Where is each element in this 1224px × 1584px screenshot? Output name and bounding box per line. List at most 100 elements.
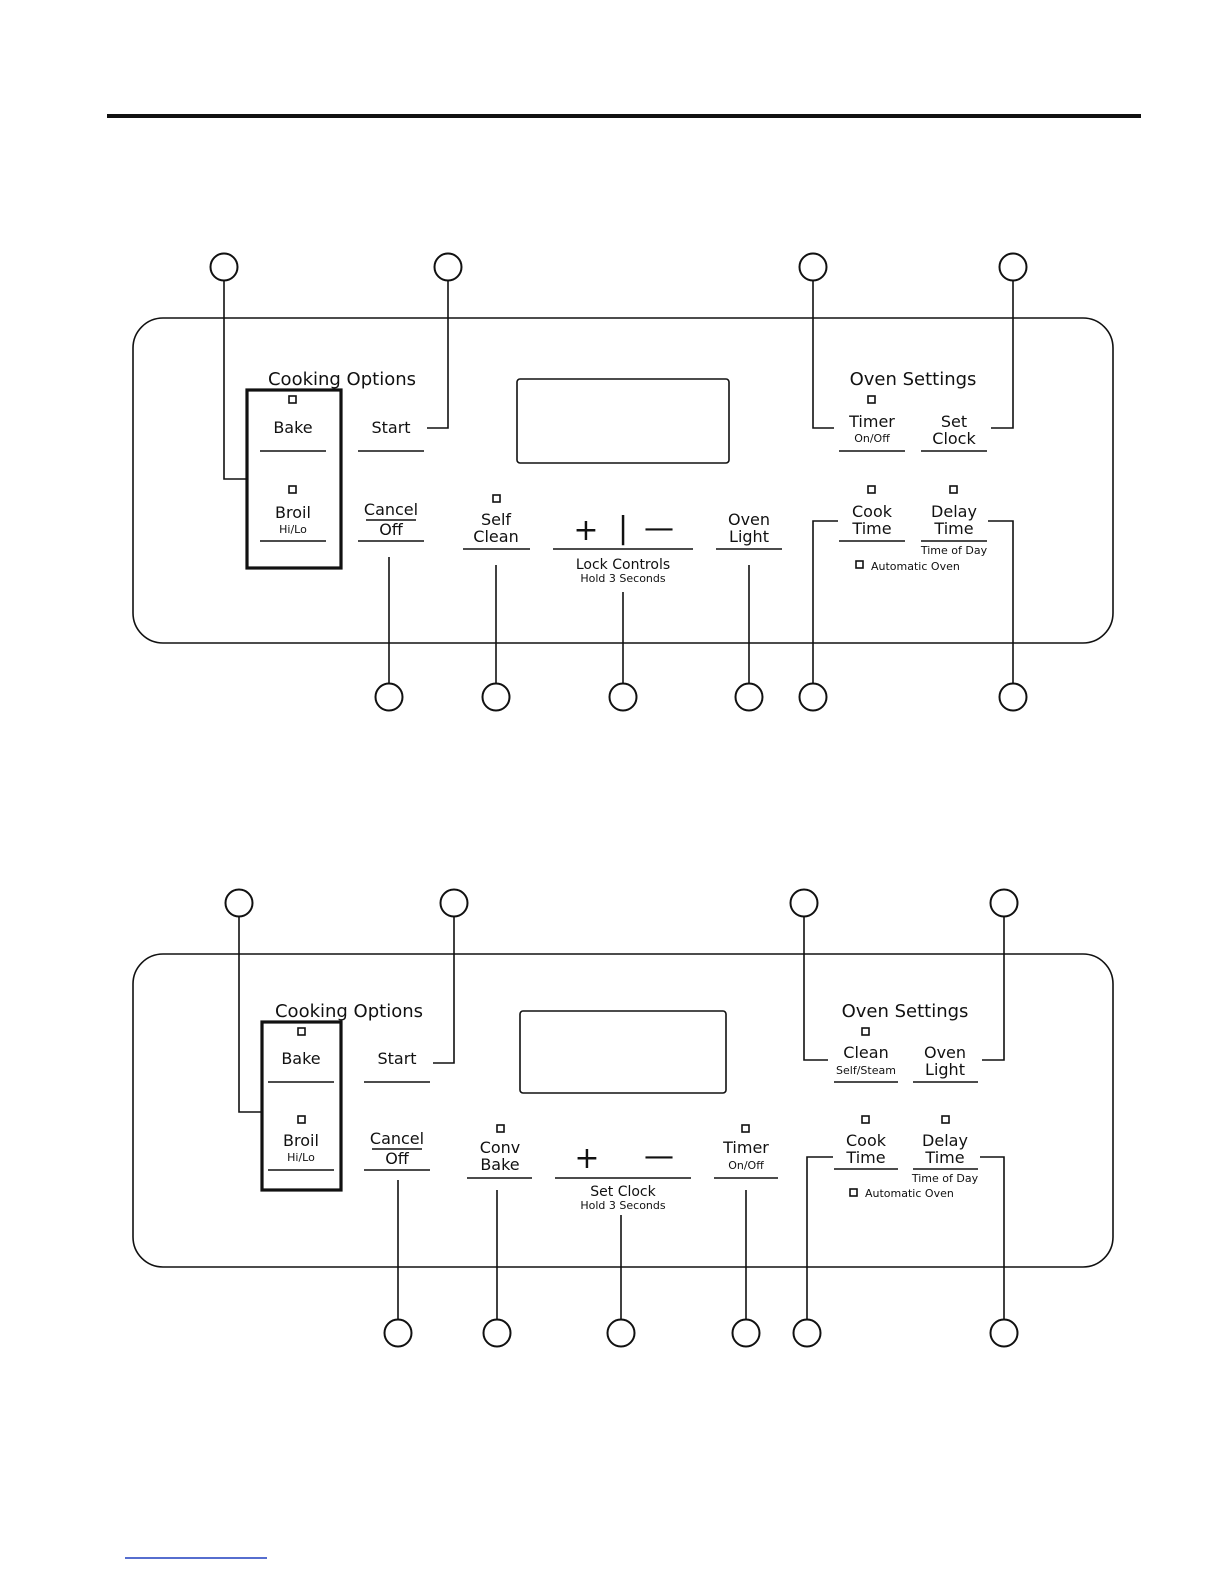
callout-1-leader bbox=[238, 916, 262, 1113]
callout-circle-8 bbox=[734, 682, 764, 712]
minus-key[interactable]: — bbox=[644, 511, 674, 546]
oven-light-key-label-1[interactable]: Oven bbox=[728, 510, 770, 529]
broil-indicator bbox=[297, 1115, 306, 1124]
conv-bake-key-label-1[interactable]: Conv bbox=[480, 1138, 521, 1157]
cancel-key-label[interactable]: Cancel bbox=[364, 500, 418, 519]
callout-9-leader bbox=[806, 1156, 833, 1320]
delay-time-indicator bbox=[941, 1115, 950, 1124]
callout-circle-6 bbox=[481, 682, 511, 712]
panel-2-cooking-options-box bbox=[260, 1020, 343, 1192]
callout-2-leader bbox=[433, 916, 455, 1064]
oven-settings-heading: Oven Settings bbox=[850, 369, 977, 390]
callout-1-leader bbox=[223, 280, 247, 480]
bake-key-label[interactable]: Bake bbox=[273, 418, 312, 437]
set-clock-key-label-1[interactable]: Set bbox=[941, 412, 967, 431]
clean-indicator bbox=[861, 1027, 870, 1036]
oven-settings-heading: Oven Settings bbox=[842, 1001, 969, 1022]
automatic-oven-indicator bbox=[855, 560, 864, 569]
broil-key-label[interactable]: Broil bbox=[275, 503, 311, 522]
delay-time-indicator bbox=[949, 485, 958, 494]
callout-2-leader bbox=[427, 280, 449, 429]
bake-indicator bbox=[297, 1027, 306, 1036]
automatic-oven-label: Automatic Oven bbox=[871, 560, 960, 573]
lock-controls-sublabel: Hold 3 Seconds bbox=[580, 572, 666, 585]
callout-circle-9 bbox=[792, 1318, 822, 1348]
cook-time-indicator bbox=[861, 1115, 870, 1124]
conv-bake-indicator bbox=[496, 1124, 505, 1133]
oven-light-key-label-1[interactable]: Oven bbox=[924, 1043, 966, 1062]
broil-key-sublabel: Hi/Lo bbox=[287, 1151, 315, 1164]
oven-light-key-label-2[interactable]: Light bbox=[925, 1060, 965, 1079]
callout-circle-7 bbox=[606, 1318, 636, 1348]
delay-time-sublabel: Time of Day bbox=[920, 544, 988, 557]
control-panel-1 bbox=[132, 252, 1114, 712]
timer-key-sublabel: On/Off bbox=[728, 1159, 764, 1172]
keypad-separator: | bbox=[618, 511, 628, 546]
plus-key[interactable]: + bbox=[573, 513, 598, 548]
cook-time-key-label-1[interactable]: Cook bbox=[852, 502, 893, 521]
cook-time-key-label-1[interactable]: Cook bbox=[846, 1131, 887, 1150]
callout-circle-6 bbox=[482, 1318, 512, 1348]
callout-circle-9 bbox=[798, 682, 828, 712]
off-key-label[interactable]: Off bbox=[385, 1149, 410, 1168]
timer-key-label[interactable]: Timer bbox=[848, 412, 895, 431]
delay-time-key-label-2[interactable]: Time bbox=[933, 519, 973, 538]
conv-bake-key-label-2[interactable]: Bake bbox=[480, 1155, 519, 1174]
callout-circle-8 bbox=[731, 1318, 761, 1348]
start-key-label[interactable]: Start bbox=[371, 418, 410, 437]
cancel-key-label[interactable]: Cancel bbox=[370, 1129, 424, 1148]
callout-circle-1 bbox=[224, 888, 254, 918]
bake-indicator bbox=[288, 395, 297, 404]
callout-4-leader bbox=[982, 916, 1005, 1061]
minus-key[interactable]: — bbox=[644, 1139, 674, 1174]
broil-key-sublabel: Hi/Lo bbox=[279, 523, 307, 536]
bake-key-label[interactable]: Bake bbox=[281, 1049, 320, 1068]
delay-time-key-label-2[interactable]: Time bbox=[924, 1148, 964, 1167]
start-key-label[interactable]: Start bbox=[377, 1049, 416, 1068]
plus-key[interactable]: + bbox=[574, 1141, 599, 1176]
callout-circle-10 bbox=[989, 1318, 1019, 1348]
delay-time-key-label-1[interactable]: Delay bbox=[931, 502, 977, 521]
broil-key-label[interactable]: Broil bbox=[283, 1131, 319, 1150]
self-clean-indicator bbox=[492, 494, 501, 503]
panel-2-labels: Cooking Options Bake Broil Hi/Lo Start C… bbox=[275, 1001, 979, 1212]
callout-circle-2 bbox=[433, 252, 463, 282]
callout-circle-1 bbox=[209, 252, 239, 282]
delay-time-sublabel: Time of Day bbox=[911, 1172, 979, 1185]
control-panel-2 bbox=[132, 888, 1114, 1348]
off-key-label[interactable]: Off bbox=[379, 520, 404, 539]
header-rule bbox=[107, 114, 1141, 118]
cook-time-indicator bbox=[867, 485, 876, 494]
self-clean-key-label-1[interactable]: Self bbox=[481, 510, 511, 529]
cooking-options-heading: Cooking Options bbox=[275, 1001, 423, 1022]
callout-circle-5 bbox=[383, 1318, 413, 1348]
timer-key-label[interactable]: Timer bbox=[722, 1138, 769, 1157]
callout-3-leader bbox=[803, 916, 828, 1061]
panel-2-display bbox=[519, 1010, 727, 1094]
callout-circle-10 bbox=[998, 682, 1028, 712]
cook-time-key-label-2[interactable]: Time bbox=[845, 1148, 885, 1167]
callout-10-leader bbox=[980, 1156, 1005, 1320]
automatic-oven-indicator bbox=[849, 1188, 858, 1197]
callout-circle-4 bbox=[989, 888, 1019, 918]
panel-2-outline bbox=[132, 953, 1114, 1268]
callout-circle-3 bbox=[798, 252, 828, 282]
self-clean-key-label-2[interactable]: Clean bbox=[473, 527, 518, 546]
callout-3-leader bbox=[812, 280, 834, 429]
timer-indicator bbox=[741, 1124, 750, 1133]
callout-circle-3 bbox=[789, 888, 819, 918]
delay-time-key-label-1[interactable]: Delay bbox=[922, 1131, 968, 1150]
oven-light-key-label-2[interactable]: Light bbox=[729, 527, 769, 546]
cook-time-key-label-2[interactable]: Time bbox=[851, 519, 891, 538]
timer-indicator bbox=[867, 395, 876, 404]
clean-key-label[interactable]: Clean bbox=[843, 1043, 888, 1062]
cooking-options-heading: Cooking Options bbox=[268, 369, 416, 390]
panel-1-labels: Cooking Options Bake Broil Hi/Lo Start C… bbox=[268, 369, 988, 585]
set-clock-key-label-2[interactable]: Clock bbox=[932, 429, 976, 448]
lock-controls-label: Lock Controls bbox=[576, 557, 670, 573]
callout-4-leader bbox=[991, 280, 1014, 429]
callout-circle-4 bbox=[998, 252, 1028, 282]
timer-key-sublabel: On/Off bbox=[854, 432, 890, 445]
automatic-oven-label: Automatic Oven bbox=[865, 1187, 954, 1200]
panel-1-display bbox=[516, 378, 730, 464]
